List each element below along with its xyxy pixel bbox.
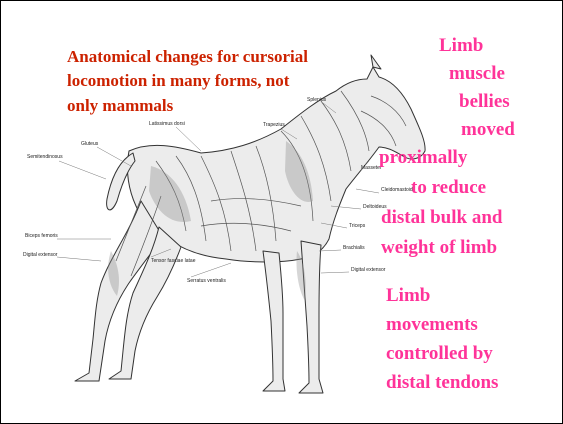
note1-line-2: muscle: [449, 63, 505, 85]
note1-line-8: weight of limb: [381, 237, 497, 259]
label-cleidomastoid: Cleidomastoid: [381, 187, 413, 193]
label-gluteus: Gluteus: [81, 141, 98, 147]
front-leg-far: [263, 251, 285, 391]
label-digital-extensor-front: Digital extensor: [351, 267, 385, 273]
note2-line-2: movements: [386, 314, 478, 336]
note1-line-6: to reduce: [411, 177, 486, 199]
note1-line-7: distal bulk and: [381, 207, 502, 229]
label-splenius: Splenius: [307, 97, 326, 103]
label-serratus-ventralis: Serratus ventralis: [187, 278, 226, 284]
title-line-1: Anatomical changes for cursorial: [67, 47, 308, 67]
label-digital-extensor-hind: Digital extensor: [23, 252, 57, 258]
label-semitendinosus: Semitendinosus: [27, 154, 63, 160]
label-tensor-fasciae-latae: Tensor fasciae latae: [151, 258, 195, 264]
label-biceps-femoris: Biceps femoris: [25, 233, 58, 239]
note1-line-4: moved: [461, 119, 515, 141]
note2-line-4: distal tendons: [386, 372, 498, 394]
label-triceps: Triceps: [349, 223, 365, 229]
note2-line-1: Limb: [386, 285, 430, 307]
title-line-2: locomotion in many forms, not: [67, 71, 289, 91]
note2-line-3: controlled by: [386, 343, 493, 365]
note1-line-1: Limb: [439, 35, 483, 57]
label-brachialis: Brachialis: [343, 245, 365, 251]
label-latissimus-dorsi: Latissimus dorsi: [149, 121, 185, 127]
title-line-3: only mammals: [67, 96, 173, 116]
label-trapezius: Trapezius: [263, 122, 285, 128]
note1-line-5: proximally: [379, 147, 467, 169]
note1-line-3: bellies: [459, 91, 510, 113]
